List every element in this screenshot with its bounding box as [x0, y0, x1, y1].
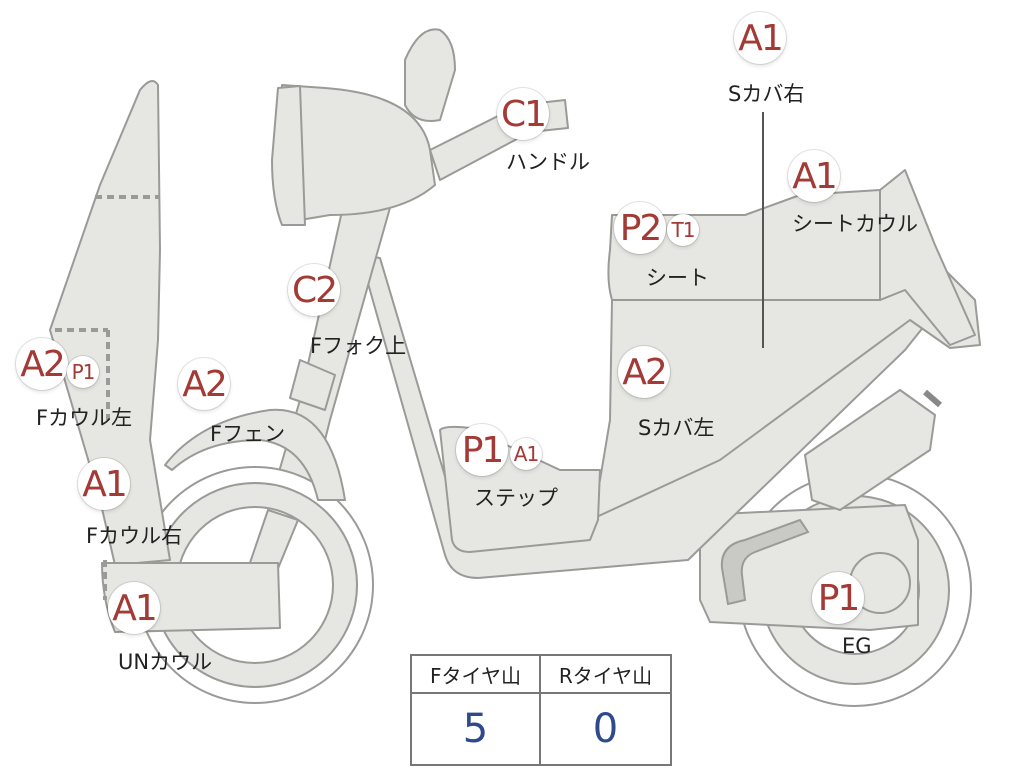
code-badge-seat-2: T1: [667, 214, 699, 246]
code-badge-step-1: P1: [456, 424, 508, 476]
code-badge-s-cover-left: A2: [618, 346, 670, 398]
front-fender: [164, 408, 346, 501]
label-f-fender: Fフェン: [210, 422, 286, 446]
code-badge-seat-cowl: A1: [788, 150, 840, 202]
fork-clamp: [289, 359, 336, 411]
code-badge-f-cowl-left-2: P1: [67, 356, 99, 388]
label-s-cover-right: Sカバ右: [728, 82, 805, 106]
rear-shock: [804, 389, 936, 511]
front-tire-value: 5: [412, 694, 541, 764]
shock-mount: [923, 389, 942, 408]
exhaust-pipe: [720, 518, 810, 606]
code-badge-handle: C1: [497, 88, 549, 140]
code-badge-f-cowl-right: A1: [78, 458, 130, 510]
code-badge-seat-1: P2: [614, 202, 666, 254]
label-engine: EG: [842, 634, 872, 658]
label-f-cowl-right: Fカウル右: [86, 524, 183, 548]
code-badge-f-cowl-left-1: A2: [16, 338, 68, 390]
label-step: ステップ: [474, 486, 558, 510]
code-badge-s-cover-right: A1: [734, 12, 786, 64]
leader-line-s-cover-right: [762, 112, 764, 348]
handle-cover: [281, 84, 436, 221]
rear-tire-header: Rタイヤ山: [541, 656, 670, 694]
label-s-cover-left: Sカバ左: [638, 416, 715, 440]
label-un-cowl: UNカウル: [118, 650, 213, 674]
code-badge-f-fork-upper: C2: [288, 264, 340, 316]
label-seat: シート: [646, 266, 709, 290]
tire-tread-table: Fタイヤ山 Rタイヤ山 5 0: [410, 654, 672, 766]
label-f-cowl-left: Fカウル左: [36, 406, 133, 430]
code-badge-f-fender: A2: [178, 358, 230, 410]
label-f-fork-upper: Fフォク上: [310, 334, 407, 358]
rear-tire-value: 0: [592, 706, 619, 752]
handle-cover-lip: [271, 85, 306, 226]
label-handle: ハンドル: [506, 150, 590, 174]
front-tire-header: Fタイヤ山: [412, 656, 541, 694]
code-badge-engine: P1: [812, 572, 864, 624]
headlight: [404, 28, 456, 122]
code-badge-un-cowl: A1: [108, 582, 160, 634]
label-seat-cowl: シートカウル: [792, 212, 918, 236]
code-badge-step-2: A1: [510, 438, 542, 470]
tail-cowl: [879, 169, 976, 346]
